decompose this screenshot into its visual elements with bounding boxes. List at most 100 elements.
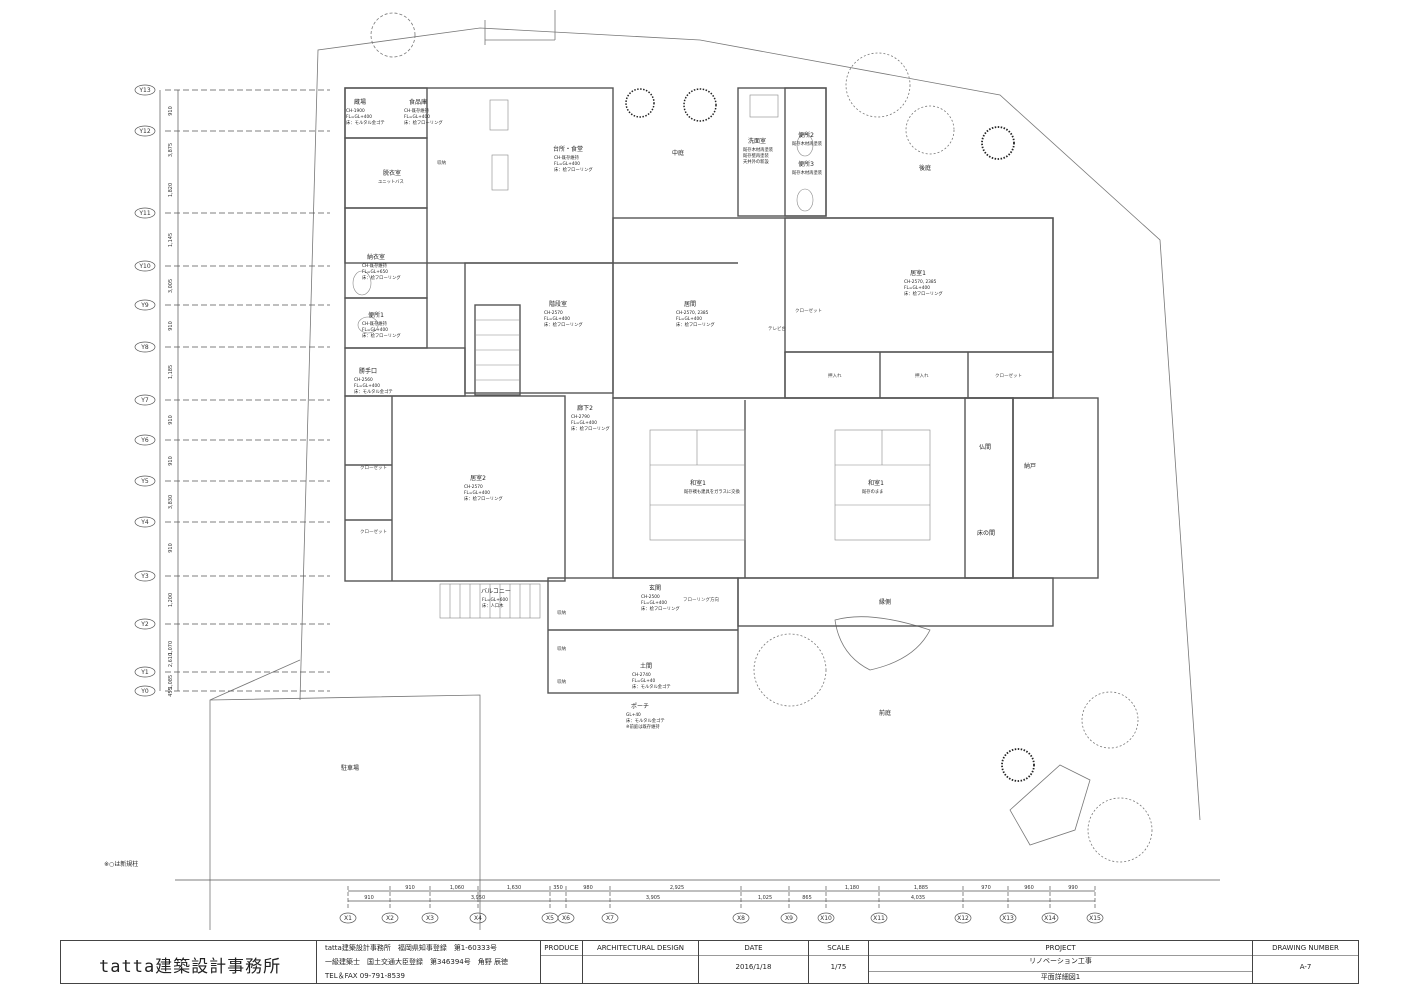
room-spec: CH-既存維持 [404, 107, 430, 114]
x-dimension-bottom: 910 [364, 895, 374, 901]
room-spec: GL+40 [626, 712, 641, 718]
registration-3: TEL＆FAX 09-791-8539 [325, 972, 405, 980]
x-dimension-bottom: 3,905 [646, 895, 660, 901]
storage-label: 収納 [437, 159, 446, 166]
flooring-direction-label: フローリング方向 [683, 596, 719, 603]
grid-bubble-y10 [134, 260, 156, 272]
x-dimension-top: 1,630 [507, 885, 521, 891]
firm-name: tatta建築設計事務所 [99, 957, 282, 977]
grid-bubble-y5 [134, 475, 156, 487]
x-dimension-top: 910 [405, 885, 415, 891]
grid-label-x7: X7 [606, 915, 614, 922]
room-engawa: 縁側 [879, 598, 891, 606]
grid-label-x2: X2 [386, 915, 394, 922]
x-dimension-top: 350 [553, 885, 563, 891]
title-block: tatta建築設計事務所 tatta建築設計事務所 福岡県知事登録 第1-603… [60, 940, 1359, 984]
closet-label: クローゼット [995, 372, 1022, 379]
room-spec: 床：モルタル金ゴテ [346, 119, 385, 126]
grid-bubble-x15 [1086, 912, 1104, 924]
grid-label-x10: X10 [820, 915, 832, 922]
x-dimension-top: 1,885 [914, 885, 928, 891]
grid-label-x15: X15 [1089, 915, 1101, 922]
project-header: PROJECT [869, 941, 1252, 956]
x-dimension-top: 970 [981, 885, 991, 891]
room-spec: FL=GL+40 [632, 678, 656, 684]
grid-label-y6: Y6 [140, 437, 149, 444]
room-closet-room: 納衣室 [367, 253, 385, 261]
grid-bubble-y3 [134, 570, 156, 582]
grid-label-x14: X14 [1044, 915, 1056, 922]
room-bedroom2: 居室2 [470, 474, 486, 482]
grid-bubble-y1 [134, 666, 156, 678]
room-spec: FL=GL+400 [554, 161, 580, 167]
y-dimension: 1,820 [168, 183, 174, 197]
grid-bubble-y12 [134, 125, 156, 137]
room-spec: 床：人口木 [482, 602, 504, 609]
grid-label-y3: Y3 [140, 573, 149, 580]
room-spec: 床：桧フローリング [362, 332, 401, 339]
room-spec: FL=GL+400 [346, 114, 372, 120]
room-spec: CH-2790 [571, 414, 590, 420]
x-dimension-bottom: 1,025 [758, 895, 772, 901]
room-spec: CH-2570 [464, 484, 483, 490]
room-spec: FL=GL+400 [641, 600, 667, 606]
room-spec: ※前庭は既存維持 [626, 723, 660, 730]
y-dimension: 1,085 [168, 675, 174, 689]
room-spec: CH-2570, 2385 [904, 279, 937, 285]
grid-label-x13: X13 [1002, 915, 1014, 922]
oshiire-label: 押入れ [915, 372, 929, 379]
grid-label-y2: Y2 [140, 621, 149, 628]
produce-header: PRODUCE [541, 941, 582, 956]
x-dimension-top: 990 [1068, 885, 1078, 891]
grid-label-y5: Y5 [140, 478, 149, 485]
oshiire-label: 押入れ [828, 372, 842, 379]
room-stairs: 階段室 [549, 300, 567, 308]
room-living: 居間 [684, 301, 696, 308]
scale-cell: SCALE 1/75 [809, 941, 869, 983]
date-header: DATE [699, 941, 808, 956]
grid-label-x8: X8 [737, 915, 745, 922]
room-butsuma: 仏間 [979, 444, 991, 451]
room-spec: FL=GL+400 [544, 316, 570, 322]
new-column-note: ※○は新規柱 [104, 861, 139, 868]
room-spec: 床：桧フローリング [676, 321, 715, 328]
y-dimension: 910 [168, 543, 174, 553]
closet-label: クローゼット [360, 464, 387, 471]
x-dimension-top: 980 [583, 885, 593, 891]
grid-label-y8: Y8 [140, 344, 149, 351]
room-nando: 納戸 [1024, 462, 1036, 470]
y-dimension: 3,875 [168, 143, 174, 157]
grid-bubble-y13 [134, 84, 156, 96]
grid-label-x6: X6 [562, 915, 570, 922]
grid-label-x11: X11 [873, 915, 885, 922]
room-spec: 床：桧フローリング [404, 119, 443, 126]
grid-bubble-x7 [601, 912, 619, 924]
room-spec: CH-2740 [632, 672, 651, 678]
y-dimension: 455 [168, 687, 174, 697]
room-spec: 床：桧フローリング [904, 290, 943, 297]
room-spec: 床：モルタル金ゴテ [632, 683, 671, 690]
grid-label-y12: Y12 [138, 128, 150, 135]
room-wc2: 便所2 [798, 131, 814, 139]
grid-label-y13: Y13 [138, 87, 150, 94]
grid-bubble-y9 [134, 299, 156, 311]
room-dressing: 脱衣室 [383, 169, 401, 177]
room-doma: 土間 [640, 662, 652, 670]
scale-value: 1/75 [830, 963, 847, 971]
drawing-number-value: A-7 [1299, 963, 1312, 971]
y-dimension: 1,070 [168, 641, 174, 655]
grid-label-x5: X5 [546, 915, 554, 922]
firm-cell: tatta建築設計事務所 [61, 941, 317, 983]
grid-bubble-x11 [870, 912, 888, 924]
grid-bubble-y4 [134, 516, 156, 528]
room-spec: 床：桧フローリング [544, 321, 583, 328]
storage-label: 収納 [557, 645, 566, 652]
room-spec: CH-既存維持 [362, 262, 388, 269]
grid-label-y7: Y7 [140, 397, 149, 404]
room-spec: 床：桧フローリング [571, 425, 610, 432]
registration-cell: tatta建築設計事務所 福岡県知事登録 第1-60333号 一級建築士 国土交… [317, 941, 541, 983]
produce-cell: PRODUCE [541, 941, 583, 983]
room-wc1: 便所1 [368, 311, 384, 319]
x-dimension-bottom: 4,035 [911, 895, 925, 901]
grid-label-x3: X3 [426, 915, 434, 922]
